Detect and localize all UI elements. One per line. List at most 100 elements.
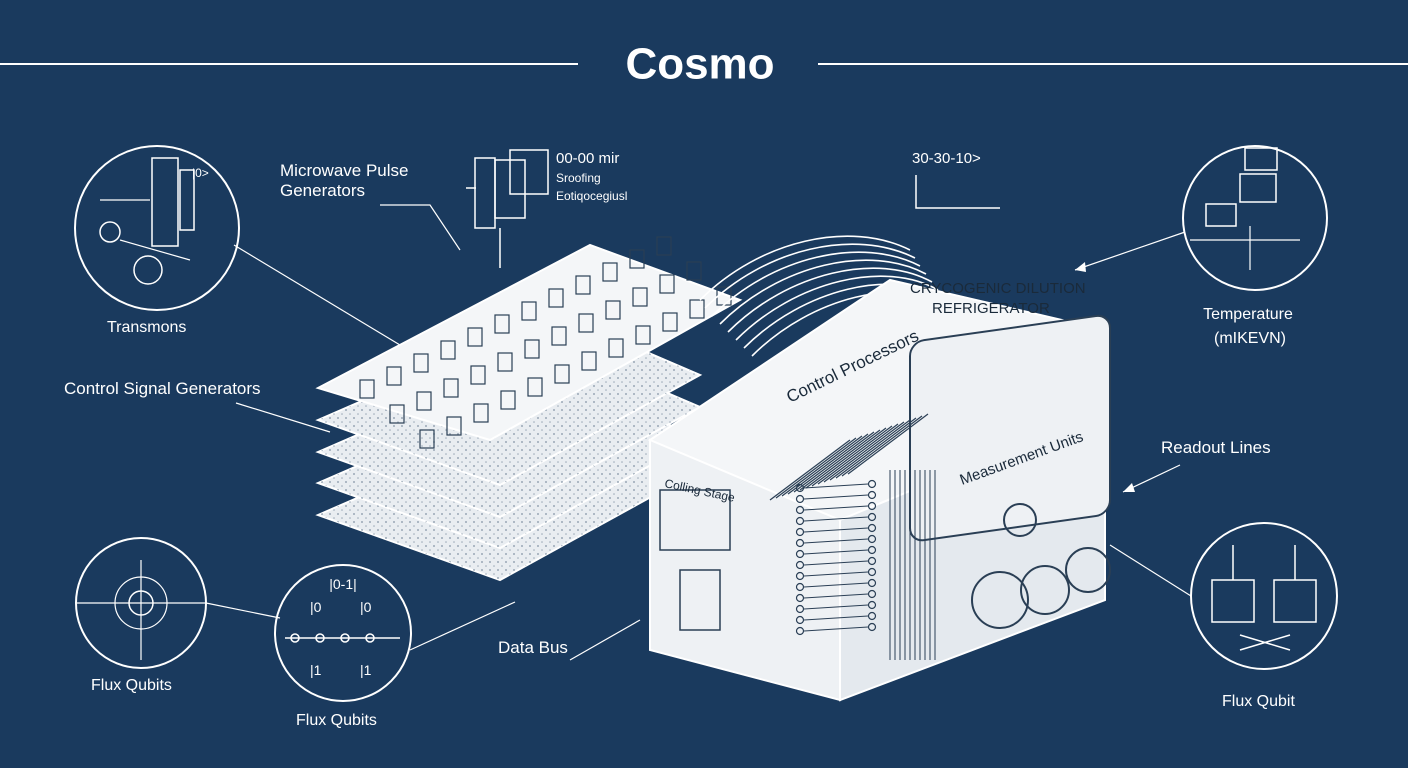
transmons-callout: |0> Transmons	[74, 145, 401, 346]
board-chip	[359, 379, 375, 399]
transmons-circle	[74, 145, 240, 311]
cooling-stage-module	[679, 569, 721, 631]
board-chip	[527, 377, 543, 397]
control-signal-generators-label: Control Signal Generators	[64, 379, 261, 398]
connector-dot	[867, 479, 877, 489]
connector-dot	[795, 538, 805, 548]
board-chip	[467, 327, 483, 347]
cryostat-block: CRYCOGENIC DILUTION REFRIGERATOR Control…	[647, 278, 1111, 702]
fin-line	[835, 417, 917, 479]
fin-line	[787, 433, 869, 495]
top-signal-label: 30-30-10>	[912, 150, 981, 167]
connector-dot	[867, 567, 877, 577]
connector-dot	[867, 490, 877, 500]
connector-dot	[795, 571, 805, 581]
measurement-dials	[971, 503, 1111, 629]
top-readout-line2: Sroofing	[556, 171, 601, 185]
fin-line	[793, 431, 875, 493]
connector-dot	[795, 549, 805, 559]
connector-dot	[795, 505, 805, 515]
readout-connectors	[795, 479, 877, 636]
board-chip	[494, 314, 510, 334]
board-chip	[443, 378, 459, 398]
board-chip	[389, 404, 405, 424]
readout-wire	[803, 516, 869, 522]
cooling-stage-panel	[659, 489, 731, 551]
temperature-callout: Temperature (mIKEVN)	[1074, 145, 1328, 347]
qubit-ket-0-b: |0	[360, 599, 372, 615]
connector-dot	[867, 534, 877, 544]
board-chip	[413, 353, 429, 373]
board-chip	[629, 249, 645, 269]
dial-3	[1065, 547, 1111, 593]
data-bus-label: Data Bus	[498, 638, 568, 657]
board-chip	[548, 288, 564, 308]
top-readout-time: 00-00 mir	[556, 150, 619, 167]
pcb-stack	[315, 236, 743, 582]
data-bus-leader	[569, 619, 641, 661]
connector-dot	[867, 523, 877, 533]
board-chip	[440, 340, 456, 360]
flux-qubits-center-callout: |0-1| |0 |0 |1 |1 Flux Qubits	[274, 564, 516, 729]
connector-dot	[795, 527, 805, 537]
board-chip	[470, 365, 486, 385]
fin-line	[805, 427, 887, 489]
dial-4	[1003, 503, 1037, 537]
ribbon-cables	[699, 235, 951, 357]
microwave-label-line1: Microwave Pulse	[280, 161, 409, 180]
connector-dot	[867, 556, 877, 566]
top-signal-leader	[915, 175, 1000, 209]
board-top	[315, 243, 743, 442]
readout-wire	[803, 494, 869, 500]
board-chip	[686, 261, 702, 281]
cryostat-label-line1: CRYCOGENIC DILUTION	[910, 280, 1086, 297]
readout-wire	[803, 593, 869, 599]
top-schematic	[466, 149, 549, 268]
flux-qubits-center-label: Flux Qubits	[296, 712, 377, 729]
board-chip	[581, 351, 597, 371]
readout-wire	[803, 549, 869, 555]
connector-dot	[795, 593, 805, 603]
connector-dot	[867, 622, 877, 632]
fin-line	[781, 435, 863, 497]
temperature-circle	[1182, 145, 1328, 291]
readout-wire	[803, 527, 869, 533]
connector-dot	[795, 494, 805, 504]
readout-wire	[803, 615, 869, 621]
temperature-label-line2: (mIKEVN)	[1214, 330, 1286, 347]
connector-dot	[867, 611, 877, 621]
fin-line	[829, 419, 911, 481]
flux-qubits-center-circle	[274, 564, 412, 702]
connector-dot	[795, 582, 805, 592]
transmon-ket: |0>	[192, 166, 209, 180]
board-chip	[608, 338, 624, 358]
connector-dot	[795, 560, 805, 570]
qubit-state-header: |0-1|	[329, 576, 357, 592]
flux-qubit-right-circle	[1190, 522, 1338, 670]
board-chip	[521, 301, 537, 321]
connector-dot	[867, 600, 877, 610]
board-chip	[602, 262, 618, 282]
board-chip	[656, 236, 672, 256]
flux-qubits-left-label: Flux Qubits	[91, 677, 172, 694]
fin-line	[775, 437, 857, 499]
fin-line	[799, 429, 881, 491]
board-chip	[632, 287, 648, 307]
board-chip	[497, 352, 513, 372]
flux-qubits-center-leader	[409, 601, 516, 651]
flux-qubits-left-leader	[205, 602, 281, 619]
connector-dot	[867, 512, 877, 522]
board-components	[359, 236, 732, 449]
flux-qubit-right-callout: Flux Qubit	[1109, 522, 1338, 710]
temperature-leader	[1074, 231, 1186, 271]
board-chip	[500, 390, 516, 410]
fin-line	[817, 423, 899, 485]
flux-qubits-left-callout: Flux Qubits	[75, 537, 281, 694]
measurement-units-panel	[909, 314, 1111, 542]
transmons-leader	[233, 244, 401, 346]
qubit-ket-1-a: |1	[310, 662, 322, 678]
connector-dot	[867, 589, 877, 599]
board-chip	[689, 299, 705, 319]
connector-dot	[867, 578, 877, 588]
connector-dot	[795, 516, 805, 526]
